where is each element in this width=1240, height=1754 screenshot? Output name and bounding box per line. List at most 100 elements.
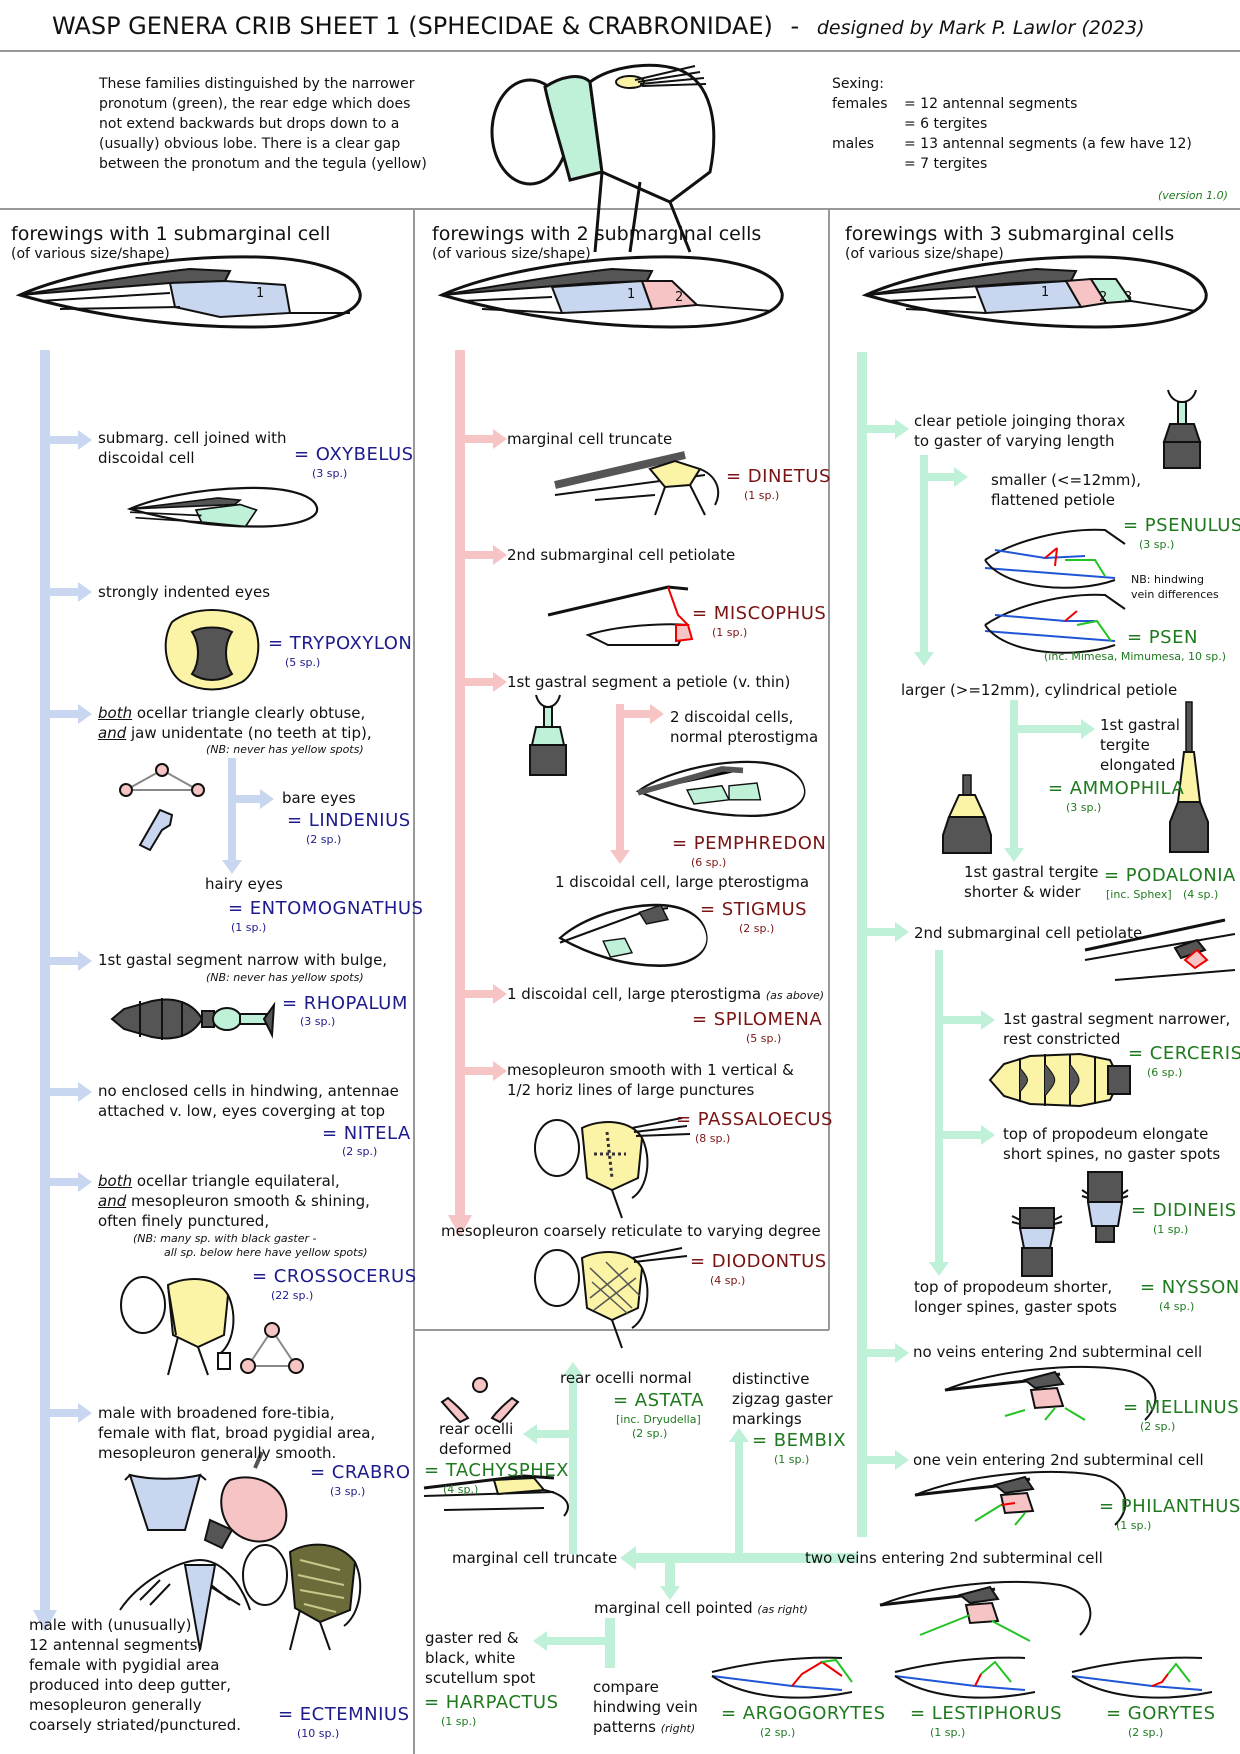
col3-couplet-5b: shorter & wider xyxy=(964,883,1081,901)
bottom-deformed-1: rear ocelli xyxy=(439,1420,514,1438)
wasp-thorax-illustration xyxy=(490,63,716,253)
species-count: (1 sp.) xyxy=(744,489,780,502)
crossocerus-thorax-illustration xyxy=(120,1276,235,1376)
lindenius-ocelli-illustration xyxy=(119,763,205,852)
species-count: (1 sp.) xyxy=(930,1726,966,1739)
psen-hindwing-illustration xyxy=(984,593,1126,654)
col2-couplet-6: mesopleuron smooth with 1 vertical & xyxy=(507,1061,794,1079)
bottom-gaster-red-3: scutellum spot xyxy=(425,1669,536,1687)
col1-cell-label: 1 xyxy=(256,286,265,301)
col1-couplet-3b-text: jaw unidentate (no teeth at tip), xyxy=(126,724,372,742)
col3-couplet-5a: 1st gastral tergite xyxy=(964,863,1099,881)
tachysphex-wing-illustration xyxy=(423,1474,569,1517)
page-title-main: WASP GENERA CRIB SHEET 1 (SPHECIDAE & CR… xyxy=(52,12,773,40)
genus-passaloecus: = PASSALOECUS xyxy=(676,1109,833,1130)
cerceris-gaster-illustration xyxy=(988,1052,1131,1108)
genus-crossocerus: = CROSSOCERUS xyxy=(252,1266,417,1287)
genus-didineis: = DIDINEIS xyxy=(1131,1200,1237,1221)
species-count: (2 sp.) xyxy=(739,922,775,935)
bottom-flow-arrows xyxy=(523,1362,857,1668)
female-antennae: = 12 antennal segments xyxy=(904,96,1078,112)
col3-couplet-8b: short spines, no gaster spots xyxy=(1003,1145,1221,1163)
col1-couplet-8: male with broadened fore-tibia, xyxy=(98,1404,335,1422)
intro-text: These families distinguished by the narr… xyxy=(99,74,427,174)
col2-couplet-5: 1 discoidal cell, large pterostigma (as … xyxy=(507,984,824,1006)
gorytes-hindwing-illustration xyxy=(1071,1656,1213,1699)
species-count: (4 sp.) xyxy=(710,1274,746,1287)
species-count: (1 sp.) xyxy=(231,921,267,934)
bottom-gaster-red-2: black, white xyxy=(425,1649,516,1667)
col1-couplet-3b: and jaw unidentate (no teeth at tip), xyxy=(98,723,372,743)
crabro-tibia-illustration xyxy=(124,1473,207,1531)
stigmus-wing-illustration xyxy=(558,903,709,967)
species-bracket: [inc. Dryudella] xyxy=(616,1413,701,1426)
species-count: (inc. Mimesa, Mimumesa, 10 sp.) xyxy=(1044,650,1227,663)
col1-couplet-7b-text: mesopleuron smooth & shining, xyxy=(126,1192,370,1210)
species-bracket: [inc. Sphex] xyxy=(1106,888,1172,901)
diodontus-thorax-illustration xyxy=(534,1247,688,1349)
species-count: (3 sp.) xyxy=(330,1485,366,1498)
col3-cell-label-3: 3 xyxy=(1124,290,1133,305)
col3-couplet-12: two veins entering 2nd subterminal cell xyxy=(805,1549,1103,1567)
deformed-ocelli-illustration xyxy=(440,1377,520,1424)
passaloecus-thorax-illustration xyxy=(534,1117,691,1219)
genus-pemphredon: = PEMPHREDON xyxy=(672,833,827,854)
lestiphorus-hindwing-illustration xyxy=(894,1656,1036,1699)
genus-spilomena: = SPILOMENA xyxy=(692,1009,823,1030)
species-count: (3 sp.) xyxy=(312,467,348,480)
col1-couplet-bare-eyes: bare eyes xyxy=(282,789,356,807)
mellinus-wing-illustration xyxy=(944,1365,1157,1421)
col1-couplet-3: both ocellar triangle clearly obtuse, xyxy=(98,703,365,723)
male-tergites: = 7 tergites xyxy=(904,156,988,172)
col3-petiole-illustration xyxy=(1162,389,1202,469)
col3-note-hindwing: NB: hindwing xyxy=(1131,573,1204,586)
col3-couplet-8: top of propodeum elongate xyxy=(1003,1125,1209,1143)
col3-heading: forewings with 3 submarginal cells xyxy=(845,223,1175,245)
col3-subheading: (of various size/shape) xyxy=(845,246,1004,262)
col1-couplet-8c: mesopleuron generally smooth. xyxy=(98,1444,337,1462)
col1-couplet-9-line: male with (unusually) xyxy=(29,1616,192,1634)
bottom-compare-3-text: patterns xyxy=(593,1718,656,1736)
species-count: (3 sp.) xyxy=(300,1015,336,1028)
col1-note-yellow-spots: all sp. below here have yellow spots) xyxy=(164,1246,368,1259)
genus-trypoxylon: = TRYPOXYLON xyxy=(268,633,413,654)
col3-couplet-2b: flattened petiole xyxy=(991,491,1116,509)
species-count: (2 sp.) xyxy=(632,1427,668,1440)
col2-main-arrow xyxy=(448,350,664,1237)
species-count: (6 sp.) xyxy=(691,856,727,869)
col3-couplet-4b: tergite xyxy=(1100,736,1150,754)
species-count: (5 sp.) xyxy=(285,656,321,669)
col3-main-arrow xyxy=(857,352,1095,1537)
col3-couplet-7b: rest constricted xyxy=(1003,1030,1121,1048)
intro-line: not extend backwards but drops down to a xyxy=(99,116,400,132)
bottom-marginal-truncate: marginal cell truncate xyxy=(452,1549,618,1567)
didineis-propodeum-illustration xyxy=(1081,1171,1129,1243)
bottom-marginal-pointed-note: (as right) xyxy=(757,1603,808,1616)
psenulus-hindwing-illustration xyxy=(984,528,1126,589)
version-label: (version 1.0) xyxy=(1158,189,1228,202)
emphasis-and: and xyxy=(98,724,127,742)
col2-heading: forewings with 2 submarginal cells xyxy=(432,223,762,245)
col2-couplet-6b: 1/2 horiz lines of large punctures xyxy=(507,1081,755,1099)
species-count: (2 sp.) xyxy=(1128,1726,1164,1739)
bottom-zigzag-2: zigzag gaster xyxy=(732,1390,833,1408)
col2-couplet-3b: normal pterostigma xyxy=(670,728,819,746)
col3-forewing-diagram xyxy=(864,255,1208,329)
bottom-gaster-red-1: gaster red & xyxy=(425,1629,519,1647)
crossocerus-ocelli-illustration xyxy=(240,1322,304,1374)
col2-cell-label-1: 1 xyxy=(627,287,636,302)
genus-stigmus: = STIGMUS xyxy=(700,899,808,920)
genus-bembix: = BEMBIX xyxy=(752,1430,847,1451)
bottom-compare-3: patterns (right) xyxy=(593,1717,695,1739)
species-count: (1 sp.) xyxy=(441,1715,477,1728)
col1-couplet-5: 1st gastal segment narrow with bulge, xyxy=(98,951,388,969)
intro-line: between the pronotum and the tegula (yel… xyxy=(99,156,427,172)
species-count: (1 sp.) xyxy=(1116,1519,1152,1532)
col1-couplet-9-line: 12 antennal segments, xyxy=(29,1636,203,1654)
intro-line: pronotum (green), the rear edge which do… xyxy=(99,96,411,112)
species-count: (10 sp.) xyxy=(297,1727,340,1740)
col1-forewing-diagram xyxy=(18,255,362,329)
species-count: (1 sp.) xyxy=(1153,1223,1189,1236)
col1-couplet-1: submarg. cell joined with xyxy=(98,429,287,447)
